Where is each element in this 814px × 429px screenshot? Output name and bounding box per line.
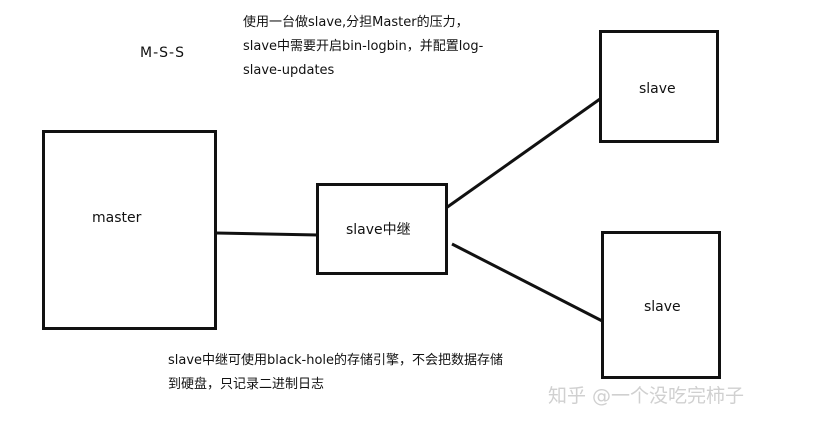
top-note-line-1: 使用一台做slave,分担Master的压力，	[243, 15, 469, 30]
master-node-label: master	[92, 210, 142, 226]
slave-bottom-node	[601, 231, 721, 379]
watermark: 知乎 @一个没吃完柿子	[548, 385, 745, 407]
relay-node-label: slave中继	[346, 222, 411, 238]
slave-top-node-label: slave	[639, 81, 676, 97]
bottom-note-line-1: slave中继可使用black-hole的存储引擎，不会把数据存储	[168, 353, 504, 368]
bottom-note: slave中继可使用black-hole的存储引擎，不会把数据存储 到硬盘，只记…	[168, 351, 503, 395]
diagram-title: M-S-S	[140, 45, 185, 61]
relay-node	[316, 183, 448, 275]
slave-bottom-node-label: slave	[644, 299, 681, 315]
top-note-line-2: slave中需要开启bin-logbin，并配置log-	[243, 39, 484, 54]
edge-relay-to-slave-top	[445, 97, 601, 210]
edge-master-to-relay	[215, 231, 319, 237]
master-node	[42, 130, 217, 330]
slave-top-node	[599, 30, 719, 143]
top-note: 使用一台做slave,分担Master的压力， slave中需要开启bin-lo…	[243, 13, 483, 81]
edge-relay-to-slave-bottom	[451, 242, 613, 328]
top-note-line-3: slave-updates	[243, 63, 335, 78]
bottom-note-line-2: 到硬盘，只记录二进制日志	[168, 377, 325, 392]
